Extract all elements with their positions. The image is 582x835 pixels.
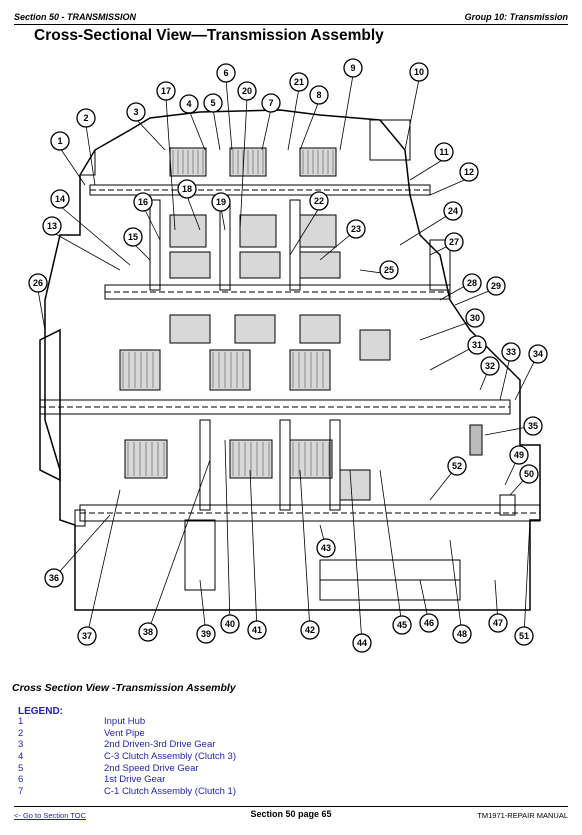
- callout-39: 39: [201, 629, 211, 639]
- callout-3: 3: [133, 107, 138, 117]
- callout-5: 5: [210, 98, 215, 108]
- legend-item: 7 C-1 Clutch Assembly (Clutch 1): [18, 786, 418, 798]
- legend-item: 1 Input Hub: [18, 716, 418, 728]
- callout-8: 8: [316, 90, 321, 100]
- callout-18: 18: [182, 184, 192, 194]
- legend-label: Input Hub: [104, 716, 146, 727]
- legend-number: 2: [18, 727, 24, 739]
- callout-46: 46: [424, 618, 434, 628]
- callout-9: 9: [350, 63, 355, 73]
- legend-label: 1st Drive Gear: [104, 774, 166, 786]
- header-rule: [14, 24, 568, 25]
- callout-4: 4: [186, 99, 191, 109]
- legend-number: 6: [18, 774, 24, 786]
- legend-label: C-1 Clutch Assembly (Clutch 1): [104, 786, 236, 798]
- legend-number: 1: [18, 716, 24, 727]
- page-title: Cross-Sectional View—Transmission Assemb…: [34, 27, 384, 44]
- legend-item: 5 2nd Speed Drive Gear: [18, 763, 418, 775]
- callout-27: 27: [449, 237, 459, 247]
- callout-6: 6: [223, 68, 228, 78]
- callout-20: 20: [242, 86, 252, 96]
- callout-52: 52: [452, 461, 462, 471]
- callout-49: 49: [514, 450, 524, 460]
- callout-34: 34: [533, 349, 543, 359]
- callout-37: 37: [82, 631, 92, 641]
- callout-16: 16: [138, 197, 148, 207]
- legend-number: 5: [18, 762, 24, 774]
- callout-26: 26: [33, 278, 43, 288]
- callout-19: 19: [216, 197, 226, 207]
- legend-item: 2 Vent Pipe: [18, 728, 418, 740]
- legend-list: 1 Input Hub 2 Vent Pipe 3 2nd Driven-3rd…: [18, 716, 418, 798]
- callout-38: 38: [143, 627, 153, 637]
- figure-caption: Cross Section View -Transmission Assembl…: [12, 682, 236, 694]
- callout-44: 44: [357, 638, 367, 648]
- callout-12: 12: [464, 167, 474, 177]
- callout-17: 17: [161, 86, 171, 96]
- callout-10: 10: [414, 67, 424, 77]
- legend-label: 2nd Speed Drive Gear: [104, 762, 199, 774]
- callout-29: 29: [491, 281, 501, 291]
- callout-32: 32: [485, 361, 495, 371]
- callout-41: 41: [252, 625, 262, 635]
- callout-1: 1: [57, 136, 62, 146]
- transmission-cross-section-diagram: 1 2 3 4 5 6 7 8 9 10 11 12 13 14 15 16 1…: [28, 58, 548, 653]
- callout-7: 7: [268, 98, 273, 108]
- callout-47: 47: [493, 618, 503, 628]
- legend-item: 3 2nd Driven-3rd Drive Gear: [18, 739, 418, 751]
- callout-28: 28: [467, 278, 477, 288]
- callout-15: 15: [128, 232, 138, 242]
- legend-item: 4 C-3 Clutch Assembly (Clutch 3): [18, 751, 418, 763]
- footer-rule: [14, 806, 568, 807]
- callout-33: 33: [506, 347, 516, 357]
- callout-30: 30: [470, 313, 480, 323]
- group-header: Group 10: Transmission: [464, 12, 568, 22]
- callout-43: 43: [321, 543, 331, 553]
- callout-42: 42: [305, 625, 315, 635]
- section-header: Section 50 - TRANSMISSION: [14, 12, 137, 22]
- callout-2: 2: [83, 113, 88, 123]
- callout-21: 21: [294, 77, 304, 87]
- legend-label: 2nd Driven-3rd Drive Gear: [104, 739, 216, 751]
- callout-51: 51: [519, 631, 529, 641]
- callout-13: 13: [47, 221, 57, 231]
- legend-label: C-3 Clutch Assembly (Clutch 3): [104, 751, 236, 763]
- callout-35: 35: [528, 421, 538, 431]
- callout-50: 50: [524, 469, 534, 479]
- callout-25: 25: [384, 265, 394, 275]
- legend-number: 3: [18, 739, 24, 751]
- section-toc-link[interactable]: <- Go to Section TOC: [14, 811, 87, 820]
- callout-14: 14: [55, 194, 65, 204]
- page-number: Section 50 page 65: [250, 809, 332, 819]
- callout-36: 36: [49, 573, 59, 583]
- callout-22: 22: [314, 196, 324, 206]
- callout-11: 11: [439, 147, 449, 157]
- legend-label: Vent Pipe: [104, 727, 145, 739]
- callout-40: 40: [225, 619, 235, 629]
- legend-number: 7: [18, 786, 24, 798]
- legend-number: 4: [18, 751, 24, 763]
- callout-31: 31: [472, 340, 482, 350]
- legend-item: 6 1st Drive Gear: [18, 774, 418, 786]
- callout-45: 45: [397, 620, 407, 630]
- callout-48: 48: [457, 629, 467, 639]
- manual-id: TM1971-REPAIR MANUAL: [477, 811, 568, 820]
- legend-title: LEGEND:: [18, 706, 63, 717]
- callout-23: 23: [351, 224, 361, 234]
- callout-24: 24: [448, 206, 458, 216]
